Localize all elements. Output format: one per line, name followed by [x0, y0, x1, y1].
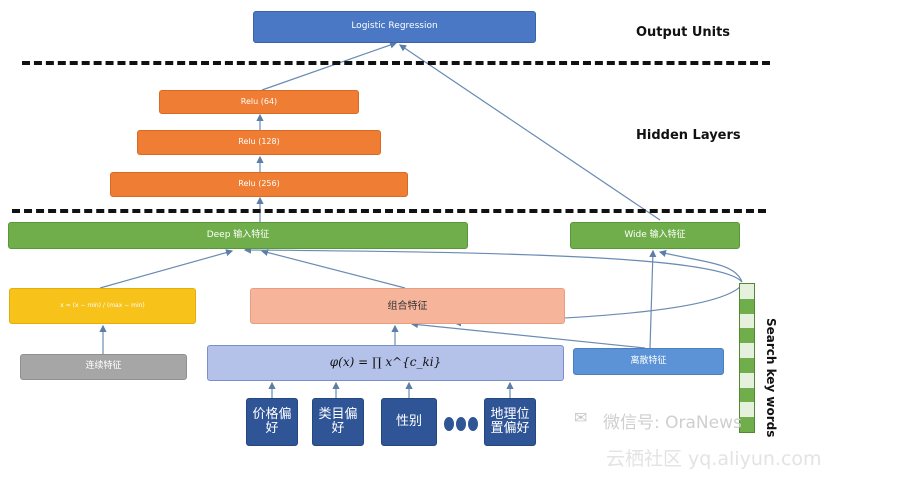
relu-256-node: Relu (256) [110, 172, 408, 197]
deep-input-node: Deep 输入特征 [8, 222, 468, 249]
cross-formula-text: φ(x) = ∏ x^{c_ki} [329, 355, 442, 370]
category-preference-input: 类目偏好 [312, 398, 364, 446]
relu-64-node: Relu (64) [159, 90, 359, 114]
location-preference-input: 地理位置偏好 [484, 398, 536, 446]
price-preference-input: 价格偏好 [246, 398, 298, 446]
cross-product-node: φ(x) = ∏ x^{c_ki} [207, 345, 564, 381]
continuous-feature-node: 连续特征 [20, 354, 187, 380]
edge-normalize-to-deep [99, 249, 234, 289]
wechat-icon: ✉ [574, 408, 588, 427]
discrete-feature-node: 离散特征 [573, 348, 724, 375]
edge-keywords-to-deep [243, 246, 743, 283]
relu-128-node: Relu (128) [137, 130, 381, 155]
edge-wide-to-lr [399, 44, 661, 221]
hidden-layers-label: Hidden Layers [636, 128, 741, 143]
edge-discrete-to-wide [649, 249, 657, 349]
edge-combo-to-deep [260, 249, 406, 289]
watermark-site: 云栖社区 yq.aliyun.com [606, 448, 822, 470]
separator-hidden [12, 209, 766, 213]
normalize-formula-text: x = (x − min) / (max − min) [60, 301, 145, 309]
normalize-formula-node: x = (x − min) / (max − min) [9, 288, 196, 324]
logistic-regression-node: Logistic Regression [253, 11, 536, 43]
search-key-words-label: Search key words [764, 318, 778, 438]
ellipsis-dots [444, 417, 478, 431]
edge-discrete-to-combo [410, 321, 646, 349]
combo-feature-node: 组合特征 [250, 288, 565, 324]
edge-keywords-to-wide [658, 249, 743, 283]
separator-output [22, 61, 770, 65]
wide-input-node: Wide 输入特征 [570, 222, 740, 249]
edge-relu64-to-lr [261, 41, 398, 91]
watermark-wechat: 微信号: OraNews [603, 413, 742, 433]
keyword-strip [739, 283, 755, 433]
output-units-label: Output Units [636, 25, 731, 40]
gender-input: 性别 [381, 398, 437, 446]
